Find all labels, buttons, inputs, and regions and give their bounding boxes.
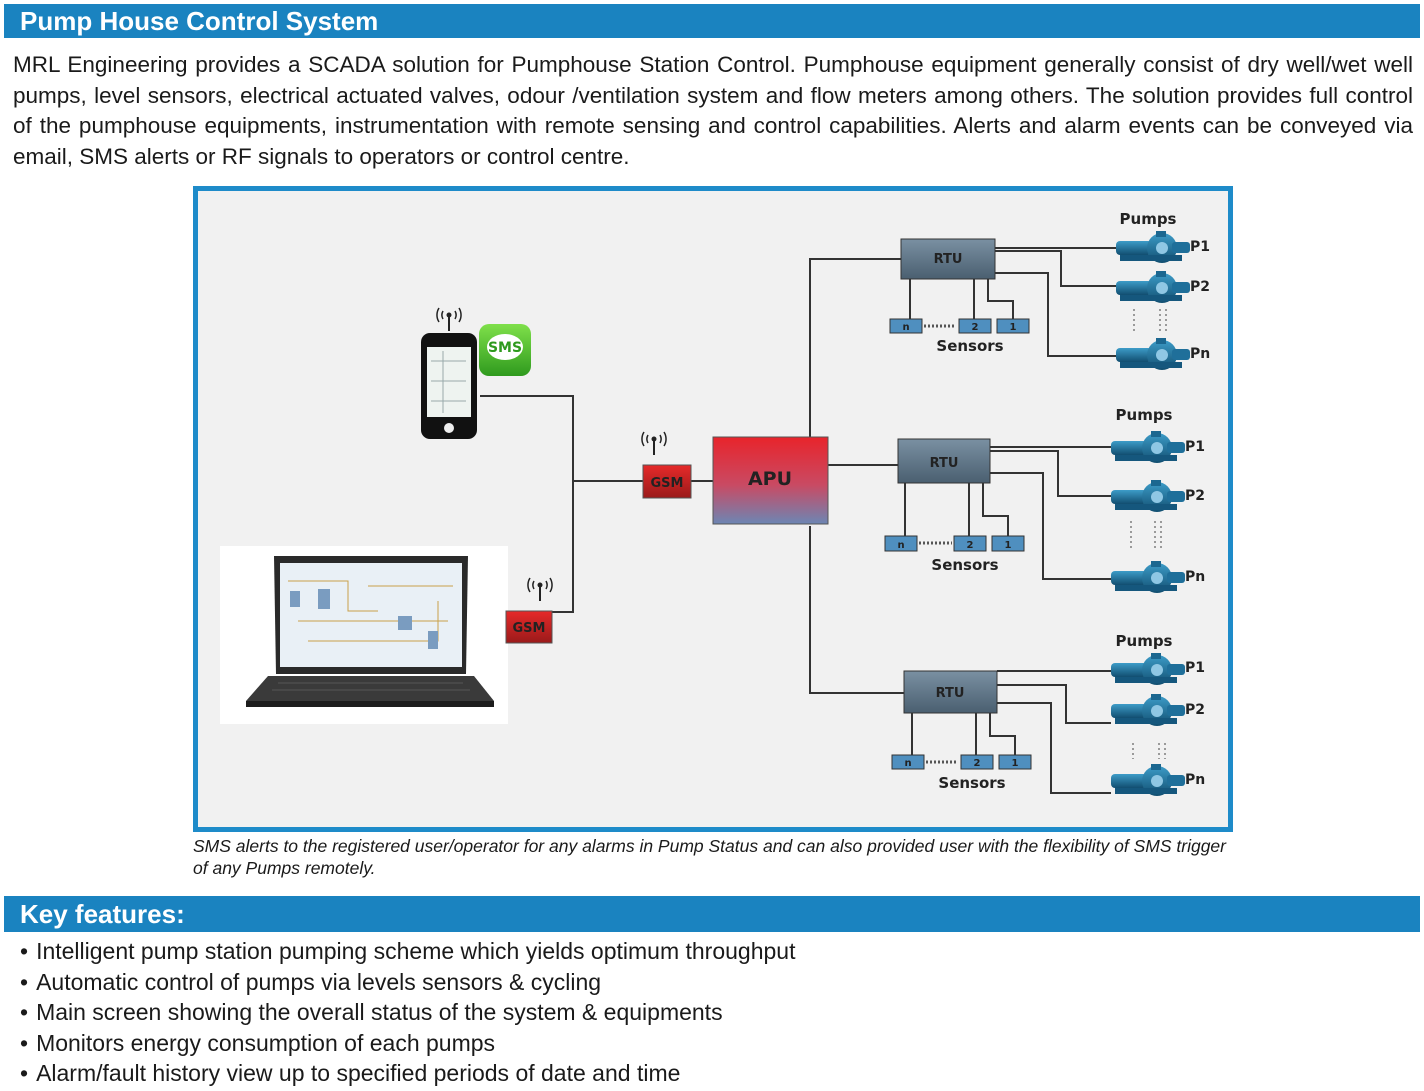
- sensor-2-label: 2: [972, 322, 979, 333]
- sensor-n-label: n: [902, 322, 909, 333]
- rtu-label: RTU: [936, 686, 965, 701]
- sensor-n-label: n: [904, 758, 911, 769]
- pumps-label: Pumps: [1120, 210, 1177, 228]
- key-features-title: Key features:: [20, 899, 185, 929]
- sms-label: SMS: [488, 340, 522, 356]
- gsm-module-upper: GSM: [640, 431, 692, 499]
- list-item: Alarm/fault history view up to specified…: [20, 1058, 795, 1089]
- sensor-n-label: n: [897, 540, 904, 551]
- pump-pn-label: Pn: [1185, 772, 1205, 788]
- sensors-label: Sensors: [938, 774, 1005, 792]
- pump-icon: [1111, 694, 1185, 726]
- list-item: Intelligent pump station pumping scheme …: [20, 936, 795, 967]
- pump-p1-label: P1: [1190, 239, 1210, 255]
- rtu-group-1: RTU n 2 1 Sensors Pumps P1 P2 Pn: [889, 210, 1210, 370]
- diagram-caption: SMS alerts to the registered user/operat…: [193, 836, 1226, 878]
- smartphone-icon: [421, 307, 477, 439]
- gsm-module-lower: GSM: [505, 577, 554, 644]
- rtu-label: RTU: [934, 252, 963, 267]
- pump-p1-label: P1: [1185, 660, 1205, 676]
- pump-p1-label: P1: [1185, 439, 1205, 455]
- section-header-pump-house: Pump House Control System: [4, 4, 1420, 38]
- pumps-label: Pumps: [1116, 632, 1173, 650]
- system-diagram: SMS GSM GSM: [193, 186, 1233, 832]
- pump-pn-label: Pn: [1190, 346, 1210, 362]
- pump-pn-label: Pn: [1185, 569, 1205, 585]
- intro-paragraph: MRL Engineering provides a SCADA solutio…: [13, 52, 1413, 169]
- pump-icon: [1116, 338, 1190, 370]
- sensor-1-label: 1: [1012, 758, 1019, 769]
- apu-label: APU: [748, 468, 792, 490]
- page-title: Pump House Control System: [20, 6, 379, 36]
- pump-icon: [1111, 431, 1185, 463]
- rtu-label: RTU: [930, 456, 959, 471]
- list-item: Monitors energy consumption of each pump…: [20, 1028, 795, 1059]
- gsm-label: GSM: [513, 621, 546, 636]
- pump-p2-label: P2: [1185, 488, 1205, 504]
- sensor-2-label: 2: [967, 540, 974, 551]
- pump-icon: [1116, 231, 1190, 263]
- gsm-label: GSM: [651, 476, 684, 491]
- pump-icon: [1111, 653, 1185, 685]
- rtu-group-3: RTU n 2 1 Sensors Pumps P1 P2 Pn: [891, 632, 1205, 796]
- connection-lines: [480, 247, 1116, 794]
- pump-icon: [1111, 764, 1185, 796]
- pump-icon: [1116, 271, 1190, 303]
- diagram-canvas: SMS GSM GSM: [220, 210, 1210, 796]
- pumps-label: Pumps: [1116, 406, 1173, 424]
- list-item: Main screen showing the overall status o…: [20, 997, 795, 1028]
- sms-bubble-icon: SMS: [479, 324, 531, 376]
- features-list: Intelligent pump station pumping scheme …: [20, 936, 795, 1089]
- apu-unit: APU: [712, 436, 829, 525]
- sensors-label: Sensors: [931, 556, 998, 574]
- pump-icon: [1111, 561, 1185, 593]
- laptop-icon: [220, 546, 508, 724]
- pump-p2-label: P2: [1190, 279, 1210, 295]
- sensor-1-label: 1: [1010, 322, 1017, 333]
- section-header-key-features: Key features:: [4, 896, 1420, 932]
- rtu-group-2: RTU n 2 1 Sensors Pumps P1 P2 Pn: [884, 406, 1205, 593]
- list-item: Automatic control of pumps via levels se…: [20, 967, 795, 998]
- pump-icon: [1111, 480, 1185, 512]
- sensor-2-label: 2: [974, 758, 981, 769]
- sensor-1-label: 1: [1005, 540, 1012, 551]
- pump-p2-label: P2: [1185, 702, 1205, 718]
- sensors-label: Sensors: [936, 337, 1003, 355]
